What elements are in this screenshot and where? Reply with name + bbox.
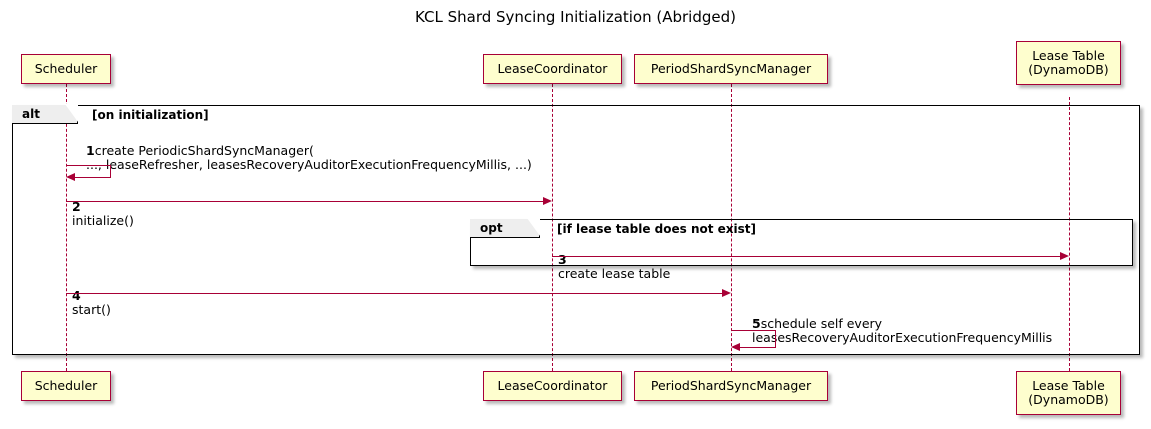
message-5-self-loop-top <box>732 330 776 331</box>
participant-lease-coordinator-bottom[interactable]: LeaseCoordinator <box>483 371 622 401</box>
message-5-number: 5 <box>752 316 761 331</box>
participant-lease-table-top[interactable]: Lease Table (DynamoDB) <box>1016 41 1121 85</box>
message-1-self-loop-top <box>67 165 111 166</box>
fragment-alt-guard: [on initialization] <box>92 108 209 122</box>
fragment-opt-tab: opt <box>470 218 540 238</box>
message-3-arrowhead <box>1060 251 1069 260</box>
message-5-self-loop-bottom <box>740 347 776 348</box>
message-4-line <box>66 293 722 294</box>
fragment-opt <box>470 219 1133 266</box>
message-1-label: 1create PeriodicShardSyncManager( ..., l… <box>86 130 532 172</box>
message-1-self-loop-right <box>110 165 111 177</box>
message-2-line <box>66 201 543 202</box>
message-1-self-loop-bottom <box>75 177 111 178</box>
message-4-arrowhead <box>722 288 731 297</box>
message-1-number: 1 <box>86 143 95 158</box>
message-4-number: 4 <box>72 288 81 303</box>
fragment-alt-tab: alt <box>12 104 78 124</box>
participant-period-shard-sync-manager-top[interactable]: PeriodShardSyncManager <box>634 54 828 84</box>
message-2-arrowhead <box>543 196 552 205</box>
fragment-alt-operator: alt <box>22 107 40 121</box>
fragment-alt-corner <box>65 104 78 122</box>
message-5-self-loop-right <box>775 330 776 347</box>
message-3-text: create lease table <box>558 266 671 281</box>
message-2-number: 2 <box>72 199 81 214</box>
participant-scheduler-bottom[interactable]: Scheduler <box>21 371 111 401</box>
message-5-arrowhead <box>731 342 740 351</box>
message-3-line <box>552 256 1060 257</box>
message-2-label: 2 initialize() <box>72 186 134 228</box>
message-5-text: schedule self every leasesRecoveryAudito… <box>752 316 1053 345</box>
lifeline-lease-coordinator <box>552 84 553 371</box>
page-title: KCL Shard Syncing Initialization (Abridg… <box>415 8 736 26</box>
message-1-text: create PeriodicShardSyncManager( ..., le… <box>86 143 532 172</box>
fragment-opt-guard: [if lease table does not exist] <box>557 222 757 236</box>
message-1-arrowhead <box>66 172 75 181</box>
participant-lease-coordinator-top[interactable]: LeaseCoordinator <box>483 54 622 84</box>
message-5-label: 5schedule self every leasesRecoveryAudit… <box>752 303 1052 345</box>
message-3-number: 3 <box>558 252 567 267</box>
fragment-opt-operator: opt <box>480 221 503 235</box>
lifeline-scheduler <box>66 84 67 371</box>
lifeline-lease-table <box>1069 97 1070 371</box>
participant-lease-table-bottom[interactable]: Lease Table (DynamoDB) <box>1016 371 1121 415</box>
participant-period-shard-sync-manager-bottom[interactable]: PeriodShardSyncManager <box>634 371 828 401</box>
message-4-text: start() <box>72 302 111 317</box>
message-2-text: initialize() <box>72 213 134 228</box>
message-3-label: 3 create lease table <box>558 239 670 281</box>
message-4-label: 4 start() <box>72 275 111 317</box>
lifeline-period-shard-sync-manager <box>731 84 732 371</box>
fragment-alt <box>12 105 1140 355</box>
participant-scheduler-top[interactable]: Scheduler <box>21 54 111 84</box>
fragment-opt-corner <box>527 218 540 236</box>
